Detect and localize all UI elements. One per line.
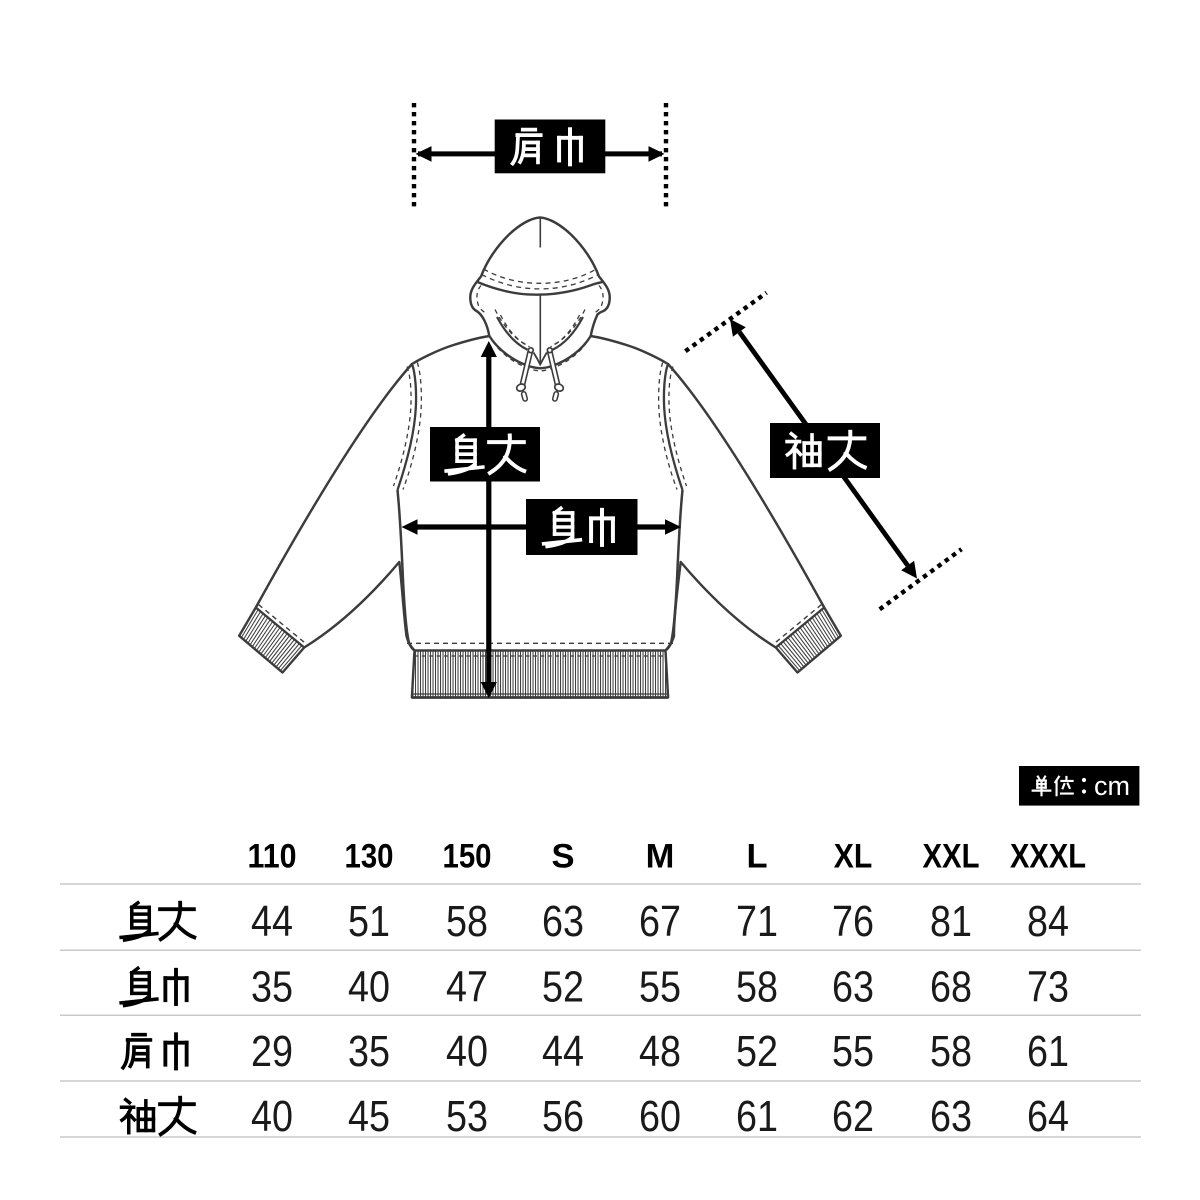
svg-text:63: 63 bbox=[832, 963, 874, 1012]
svg-text:45: 45 bbox=[348, 1092, 390, 1141]
svg-text:68: 68 bbox=[930, 963, 972, 1012]
svg-text:40: 40 bbox=[251, 1092, 293, 1141]
svg-text:40: 40 bbox=[446, 1027, 488, 1076]
svg-text:67: 67 bbox=[639, 897, 681, 946]
svg-text:58: 58 bbox=[446, 897, 488, 946]
svg-text:58: 58 bbox=[736, 963, 778, 1012]
svg-text:35: 35 bbox=[348, 1027, 390, 1076]
svg-text:84: 84 bbox=[1027, 897, 1069, 946]
svg-text:71: 71 bbox=[736, 897, 778, 946]
svg-text:63: 63 bbox=[542, 897, 584, 946]
svg-text:73: 73 bbox=[1027, 963, 1069, 1012]
svg-text:S: S bbox=[551, 838, 574, 876]
svg-text:76: 76 bbox=[832, 897, 874, 946]
svg-text:58: 58 bbox=[930, 1027, 972, 1076]
svg-text:44: 44 bbox=[251, 897, 293, 946]
svg-text:XXL: XXL bbox=[923, 838, 980, 876]
svg-text:81: 81 bbox=[930, 897, 972, 946]
svg-text:52: 52 bbox=[542, 963, 584, 1012]
svg-text:44: 44 bbox=[542, 1027, 584, 1076]
svg-text:29: 29 bbox=[251, 1027, 293, 1076]
svg-text:35: 35 bbox=[251, 963, 293, 1012]
svg-text:63: 63 bbox=[930, 1092, 972, 1141]
svg-text:cm: cm bbox=[1094, 771, 1130, 801]
svg-text:XXXL: XXXL bbox=[1010, 838, 1086, 876]
svg-text:52: 52 bbox=[736, 1027, 778, 1076]
svg-text:40: 40 bbox=[348, 963, 390, 1012]
svg-text:61: 61 bbox=[736, 1092, 778, 1141]
svg-text:56: 56 bbox=[542, 1092, 584, 1141]
svg-text:53: 53 bbox=[446, 1092, 488, 1141]
svg-text:62: 62 bbox=[832, 1092, 874, 1141]
svg-text:51: 51 bbox=[348, 897, 390, 946]
svg-text:110: 110 bbox=[248, 838, 297, 876]
svg-text:55: 55 bbox=[639, 963, 681, 1012]
svg-text:55: 55 bbox=[832, 1027, 874, 1076]
svg-text:L: L bbox=[746, 838, 767, 876]
svg-text:47: 47 bbox=[446, 963, 488, 1012]
svg-text:M: M bbox=[646, 838, 675, 876]
svg-text:48: 48 bbox=[639, 1027, 681, 1076]
svg-text:61: 61 bbox=[1027, 1027, 1069, 1076]
svg-text:130: 130 bbox=[345, 838, 394, 876]
svg-text:XL: XL bbox=[834, 838, 873, 876]
svg-text:150: 150 bbox=[443, 838, 492, 876]
svg-text:60: 60 bbox=[639, 1092, 681, 1141]
svg-text:64: 64 bbox=[1027, 1092, 1069, 1141]
